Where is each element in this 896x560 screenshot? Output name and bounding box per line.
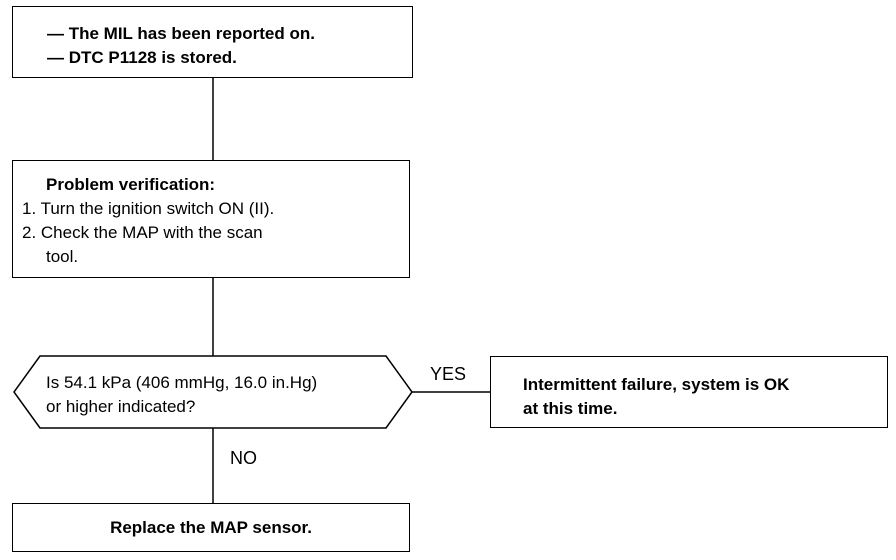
no-result-text: Replace the MAP sensor. — [110, 518, 312, 537]
yes-label: YES — [430, 364, 467, 384]
verification-step-2-cont: tool. — [46, 247, 79, 266]
verification-box — [12, 160, 410, 278]
no-label: NO — [230, 448, 257, 468]
yes-result-line-1: Intermittent failure, system is OK — [523, 375, 790, 394]
decision-diamond — [13, 355, 413, 429]
verification-step-1: 1. Turn the ignition switch ON (II). — [22, 199, 275, 218]
yes-result-box — [490, 356, 888, 428]
verification-title: Problem verification: — [46, 175, 216, 194]
decision-question-line-1: Is 54.1 kPa (406 mmHg, 16.0 in.Hg) — [46, 373, 318, 392]
start-line-1: — The MIL has been reported on. — [47, 24, 315, 43]
no-result-box — [12, 503, 410, 552]
verification-step-2: 2. Check the MAP with the scan — [22, 223, 263, 242]
yes-result-line-2: at this time. — [523, 399, 618, 418]
start-box — [12, 6, 413, 78]
start-line-2: — DTC P1128 is stored. — [47, 48, 237, 67]
decision-question-line-2: or higher indicated? — [46, 397, 196, 416]
